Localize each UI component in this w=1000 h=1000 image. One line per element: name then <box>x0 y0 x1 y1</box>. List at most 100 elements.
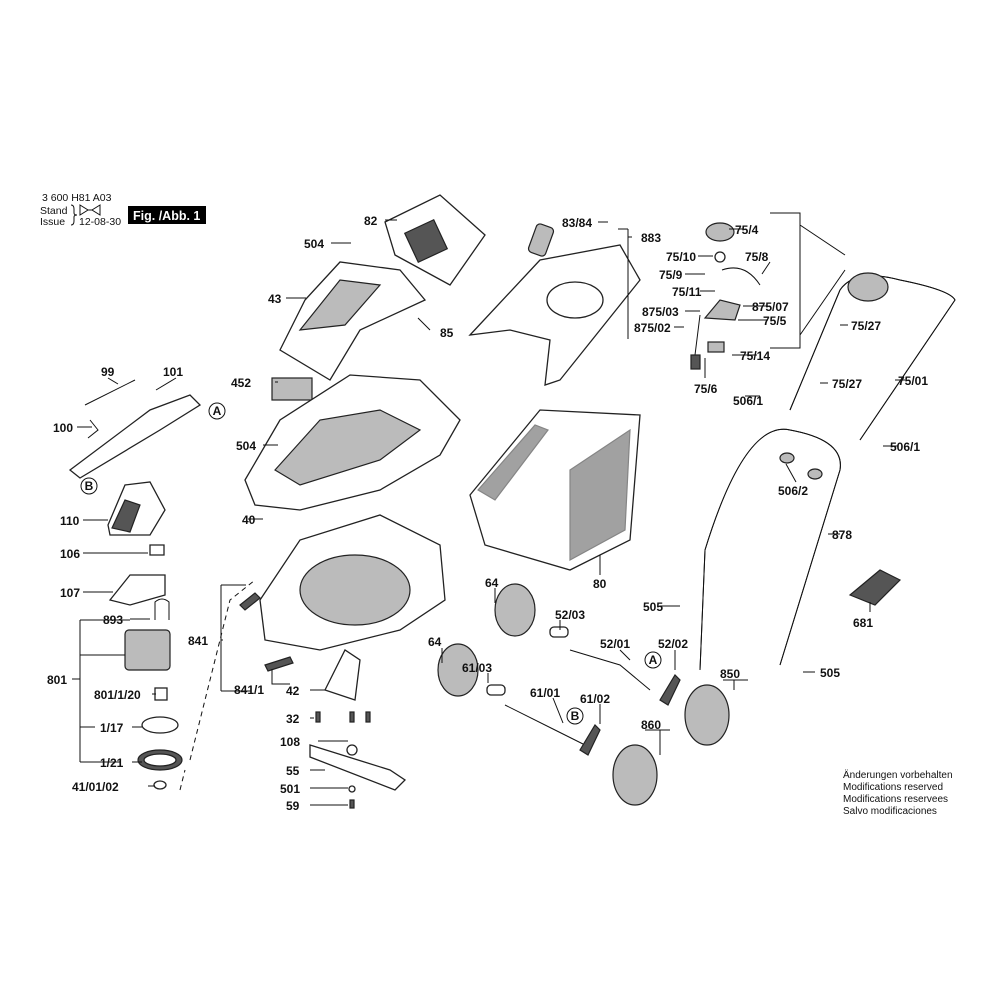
part-label: 75/10 <box>666 250 696 264</box>
part-wheel <box>437 643 479 697</box>
part-32-screw <box>349 711 355 723</box>
part-106 <box>149 544 165 556</box>
part-label: 883 <box>641 231 661 245</box>
part-883-opening <box>546 281 604 319</box>
note-line: Modifications reserved <box>843 782 943 793</box>
part-878-lower-handle <box>699 428 841 671</box>
part-80-mesh <box>477 424 631 562</box>
part-878-lower-handle-inner <box>699 428 841 671</box>
part-32-screw <box>315 711 321 723</box>
part-label: 108 <box>280 735 300 749</box>
part-label: 841 <box>188 634 208 648</box>
part-label: 52/02 <box>658 637 688 651</box>
part-label: 80 <box>593 577 607 591</box>
issue-symbol-icon <box>79 204 101 216</box>
part-label: 82 <box>364 214 378 228</box>
part-label: 452 <box>231 376 251 390</box>
callout-a: A <box>649 653 658 667</box>
callout-b-circle <box>566 707 584 725</box>
part-label: 40 <box>242 513 256 527</box>
stand-label: Stand <box>40 205 68 217</box>
part-52-03 <box>549 626 569 638</box>
part-75-01-upper-handle-inner <box>789 275 956 441</box>
part-75-4 <box>705 222 735 242</box>
part-label: 110 <box>60 514 80 528</box>
part-42 <box>324 649 361 701</box>
part-61-01-axle <box>504 704 586 746</box>
part-label: 501 <box>280 782 300 796</box>
part-75-5-switch <box>703 299 741 321</box>
note-line: Modifications reservees <box>843 794 948 805</box>
part-52-01-axle <box>569 649 651 691</box>
part-501 <box>348 785 356 793</box>
callout-a: A <box>213 404 222 418</box>
part-label: 875/02 <box>634 321 671 335</box>
part-label: 506/1 <box>733 394 763 408</box>
part-40-inner <box>274 409 422 486</box>
figure-label: Fig. /Abb. 1 <box>133 209 200 223</box>
part-label: 875/03 <box>642 305 679 319</box>
part-61-03 <box>486 684 506 696</box>
part-55-blade <box>309 744 407 791</box>
part-41-01-02 <box>153 780 167 790</box>
part-label: 32 <box>286 712 300 726</box>
part-label: 101 <box>163 365 183 379</box>
part-82-grid <box>403 218 449 264</box>
note-line: Änderungen vorbehalten <box>843 769 953 781</box>
figure-badge <box>128 206 206 224</box>
part-32-screw <box>365 711 371 723</box>
brace-icon <box>70 204 78 226</box>
callout-a-circle <box>208 402 226 420</box>
part-label: 85 <box>440 326 454 340</box>
part-841-blade-well <box>299 554 411 626</box>
part-label: 75/9 <box>659 268 683 282</box>
part-drawings <box>68 194 956 809</box>
part-875-02-cable <box>694 314 701 356</box>
part-label: 61/02 <box>580 692 610 706</box>
part-52-02 <box>659 674 681 706</box>
note-line: Salvo modificaciones <box>843 806 937 817</box>
part-label: 505 <box>820 666 840 680</box>
part-681 <box>848 569 902 606</box>
part-label: 106 <box>60 547 80 561</box>
callout-b-circle <box>80 477 98 495</box>
part-883-grass-box-top <box>468 244 641 386</box>
part-label: 841/1 <box>234 683 264 697</box>
part-label: 504 <box>304 237 324 251</box>
part-506-2 <box>807 468 823 480</box>
part-110-vent <box>111 499 141 533</box>
part-label: 75/4 <box>735 223 759 237</box>
callouts: A B A B <box>80 402 662 725</box>
callout-b: B <box>571 709 580 723</box>
part-label: 59 <box>286 799 300 813</box>
part-label: 42 <box>286 684 300 698</box>
issue-date: 12-08-30 <box>79 216 121 228</box>
part-label: 1/21 <box>100 756 124 770</box>
part-506-2 <box>779 452 795 464</box>
part-label: 99 <box>101 365 115 379</box>
part-label: 1/17 <box>100 721 124 735</box>
part-label: 801 <box>47 673 67 687</box>
part-100 <box>87 419 99 439</box>
part-75-4-switch-box <box>847 272 889 302</box>
part-label: 506/1 <box>890 440 920 454</box>
part-801-motor <box>124 629 171 671</box>
part-label: 801/1/20 <box>94 688 141 702</box>
part-875-02-plug <box>690 354 701 370</box>
part-label: 681 <box>853 616 873 630</box>
part-43-cover <box>279 261 427 381</box>
part-75-10 <box>714 251 726 263</box>
part-label: 41/01/02 <box>72 780 119 794</box>
part-label: 100 <box>53 421 73 435</box>
part-wheel <box>494 583 536 637</box>
part-860-wheel <box>612 744 658 806</box>
part-label: 504 <box>236 439 256 453</box>
part-label: 75/6 <box>694 382 718 396</box>
part-label: 875/07 <box>752 300 789 314</box>
part-59-screw <box>349 799 355 809</box>
part-label: 75/01 <box>898 374 928 388</box>
modification-notes: Änderungen vorbehalten Modifications res… <box>843 769 953 817</box>
part-label: 52/01 <box>600 637 630 651</box>
part-label: 860 <box>641 718 661 732</box>
part-label: 75/11 <box>672 285 702 299</box>
